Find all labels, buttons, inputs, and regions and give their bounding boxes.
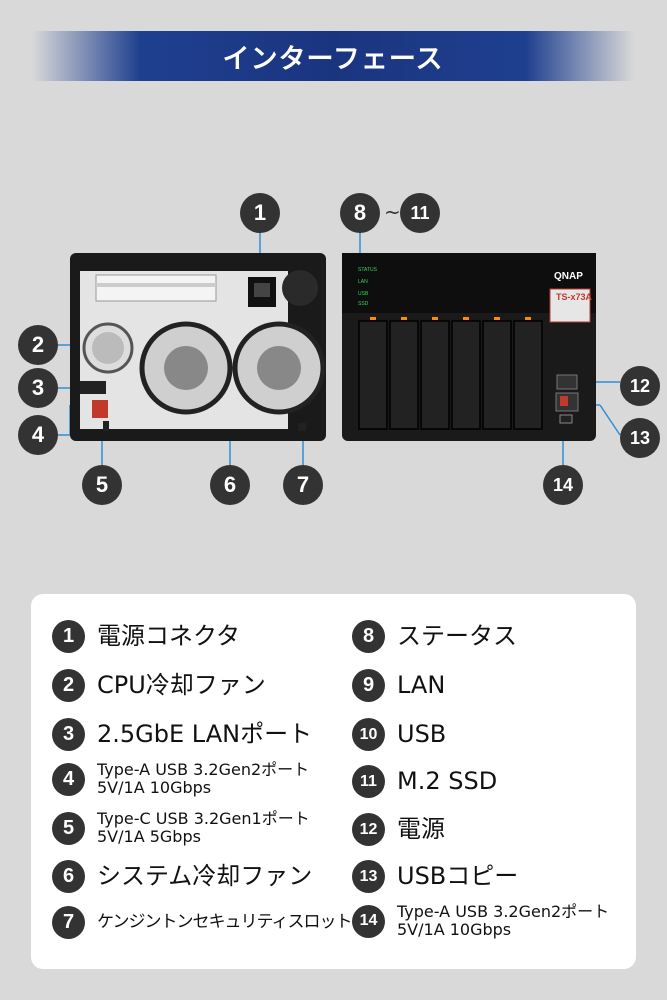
legend-label: ステータス [397,622,517,651]
legend-item-6: 6 システム冷却ファン [52,860,312,893]
lan-ports [80,381,106,394]
front-details: STATUS LAN USB SSD QNAP TS-x73A [342,253,596,430]
legend-label: 2.5GbE LANポート [97,720,313,749]
callout-13: 13 [620,418,660,458]
legend-label: ケンジントンセキュリティスロット [97,912,352,933]
legend-num: 2 [52,669,85,702]
legend-num: 5 [52,811,85,845]
callout-2: 2 [18,325,58,365]
legend-num: 10 [352,718,385,751]
legend-item-11: 11 M.2 SSD [352,765,497,798]
nas-rear-view [70,253,326,441]
legend-item-12: 12 電源 [352,813,445,846]
power-button [556,374,578,390]
legend-label: LAN [397,671,446,700]
legend-item-2: 2 CPU冷却ファン [52,669,266,702]
callout-4: 4 [18,415,58,455]
callout-6: 6 [210,465,250,505]
callout-5: 5 [82,465,122,505]
rear-details [80,270,326,431]
legend-label: 電源 [397,815,445,844]
front-usb-port [559,414,573,424]
legend-label: Type-A USB 3.2Gen2ポート 5V/1A 10Gbps [97,760,310,798]
legend-label-line: 5V/1A 5Gbps [97,827,201,847]
legend-item-8: 8 ステータス [352,620,517,653]
legend-item-14: 14 Type-A USB 3.2Gen2ポート 5V/1A 10Gbps [352,902,610,940]
page-title: インターフェース [222,43,444,75]
legend-item-10: 10 USB [352,718,446,751]
legend-label-line: Type-A USB 3.2Gen2ポート [397,902,610,921]
legend-num: 6 [52,860,85,893]
legend-num: 3 [52,718,85,751]
led-ssd-text: SSD [358,301,369,307]
callout-8: 8 [340,193,380,233]
legend-label-line: 5V/1A 10Gbps [97,778,212,798]
kensington-slot [298,423,306,431]
legend-num: 12 [352,813,385,846]
legend-label-line: Type-C USB 3.2Gen1ポート [97,809,310,828]
legend-item-4: 4 Type-A USB 3.2Gen2ポート 5V/1A 10Gbps [52,760,310,798]
legend-item-5: 5 Type-C USB 3.2Gen1ポート 5V/1A 5Gbps [52,809,310,847]
legend-label: システム冷却ファン [97,862,313,891]
callout-14: 14 [543,465,583,505]
led-status-text: STATUS [358,267,378,273]
legend-item-3: 3 2.5GbE LANポート [52,718,312,751]
legend-num: 8 [352,620,385,653]
nas-front-view: STATUS LAN USB SSD QNAP TS-x73A [342,253,596,441]
led-lan-text: LAN [358,279,368,285]
legend-num: 14 [352,904,385,938]
legend-label-line: Type-A USB 3.2Gen2ポート [97,760,310,779]
callout-12: 12 [620,366,660,406]
legend-num: 4 [52,762,85,796]
callout-7: 7 [283,465,323,505]
brand-logo-text: QNAP [554,271,583,282]
callout-11: 11 [400,193,440,233]
legend-num: 11 [352,765,385,798]
legend-label: CPU冷却ファン [97,671,266,700]
legend-label: Type-A USB 3.2Gen2ポート 5V/1A 10Gbps [397,902,610,940]
legend-item-13: 13 USBコピー [352,860,518,893]
usb-ports [92,400,108,418]
legend-label: USB [397,720,447,749]
led-usb-text: USB [358,291,369,297]
legend-label: M.2 SSD [397,767,498,796]
legend-num: 7 [52,906,85,939]
legend-num: 9 [352,669,385,702]
legend-label: Type-C USB 3.2Gen1ポート 5V/1A 5Gbps [97,809,310,847]
legend-num: 1 [52,620,85,653]
legend-item-9: 9 LAN [352,669,445,702]
legend-num: 13 [352,860,385,893]
legend-label-line: 5V/1A 10Gbps [397,920,512,940]
callout-1: 1 [240,193,280,233]
callout-range-separator: ~ [384,200,401,224]
title-banner: インターフェース [32,31,634,81]
legend-item-7: 7 ケンジントンセキュリティスロット [52,906,352,939]
model-label-text: TS-x73A [556,292,593,302]
legend-item-1: 1 電源コネクタ [52,620,240,653]
callout-3: 3 [18,368,58,408]
legend-label: USBコピー [397,862,519,891]
legend-panel: 1 電源コネクタ 2 CPU冷却ファン 3 2.5GbE LANポート 4 Ty… [31,594,636,969]
legend-label: 電源コネクタ [97,622,241,651]
